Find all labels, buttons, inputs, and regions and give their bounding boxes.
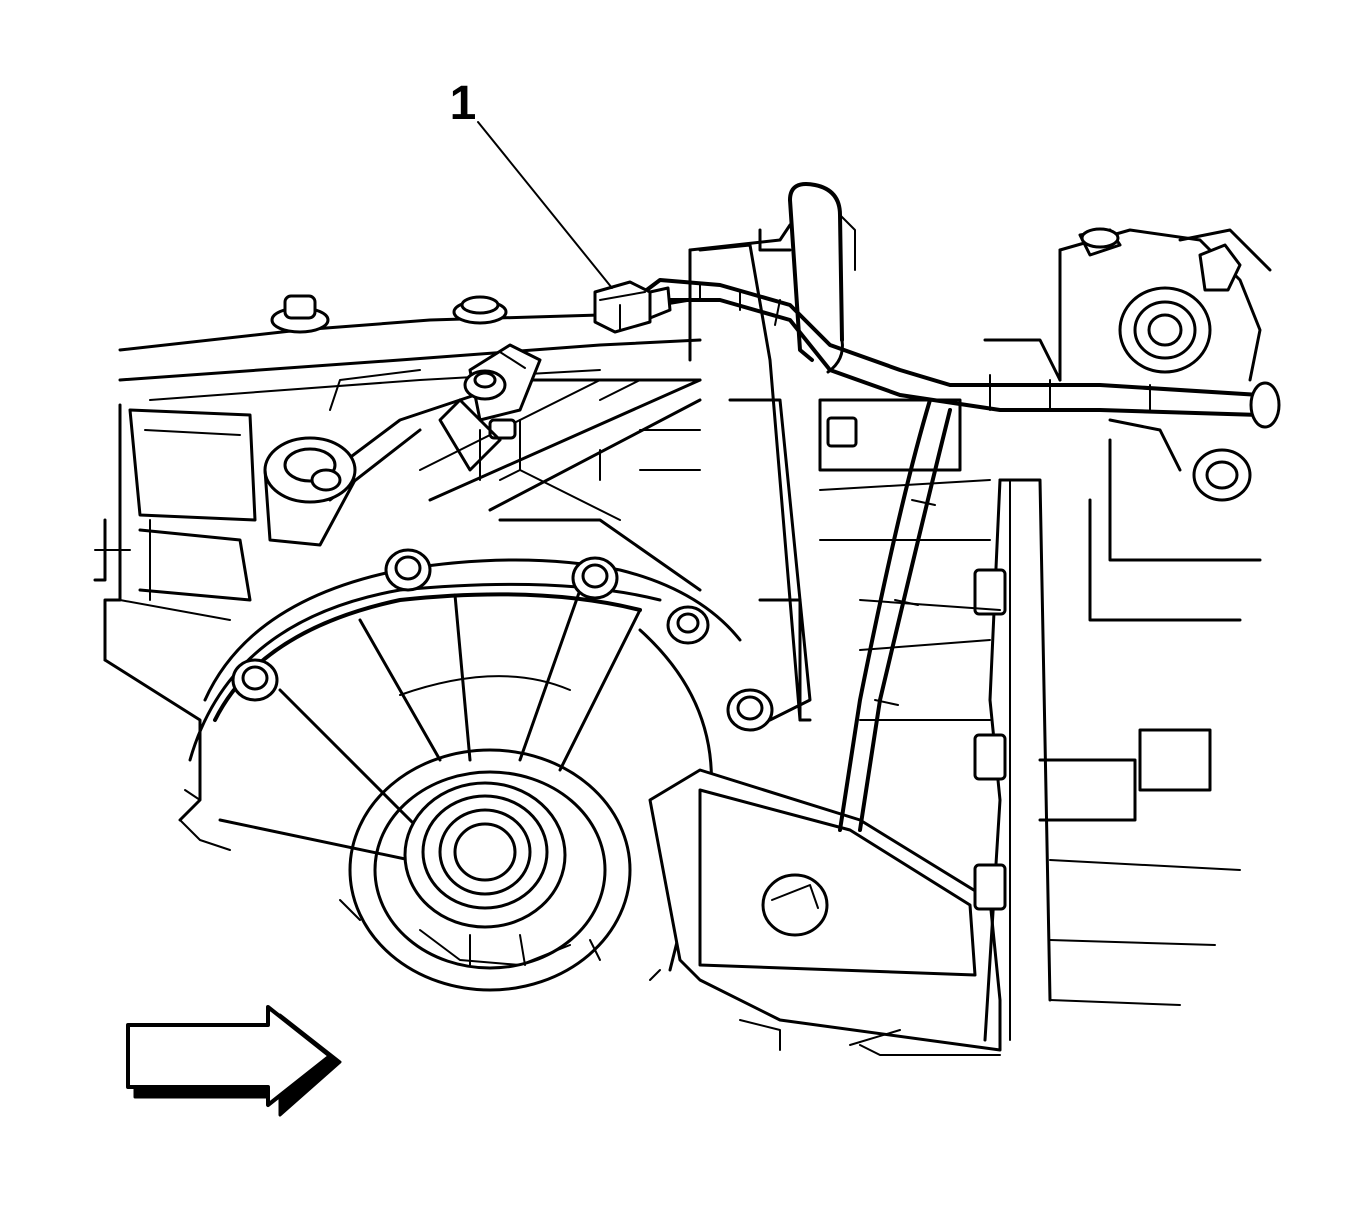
bolt-icon xyxy=(1118,286,1212,374)
housing-bottom xyxy=(184,789,1001,1056)
harness-connector xyxy=(593,280,672,334)
bolt-icon xyxy=(1192,448,1252,502)
right-upper-mount xyxy=(1058,227,1272,502)
output-shaft-seal xyxy=(348,748,632,992)
bolt-icon xyxy=(826,416,858,448)
bolt-icon xyxy=(1198,243,1242,292)
vent-fitting xyxy=(438,343,542,472)
bolt-icon xyxy=(231,658,279,702)
adapter-bolts xyxy=(231,548,774,732)
bolt-icon xyxy=(384,548,432,592)
mount-bracket xyxy=(648,768,1002,1052)
vent-tube xyxy=(758,182,856,374)
bolt-icon xyxy=(666,605,710,645)
direction-arrow xyxy=(126,1005,342,1117)
transmission-housing xyxy=(93,223,792,851)
callout-leader-line xyxy=(477,121,613,289)
callout-label-1: 1 xyxy=(449,77,477,130)
left-mount-boss xyxy=(263,436,357,547)
transmission-right xyxy=(698,243,1262,1042)
bolt-icon xyxy=(726,688,774,732)
bolt-head xyxy=(283,294,317,320)
bolt-icon xyxy=(571,556,619,600)
housing-top-bolts xyxy=(270,294,508,334)
